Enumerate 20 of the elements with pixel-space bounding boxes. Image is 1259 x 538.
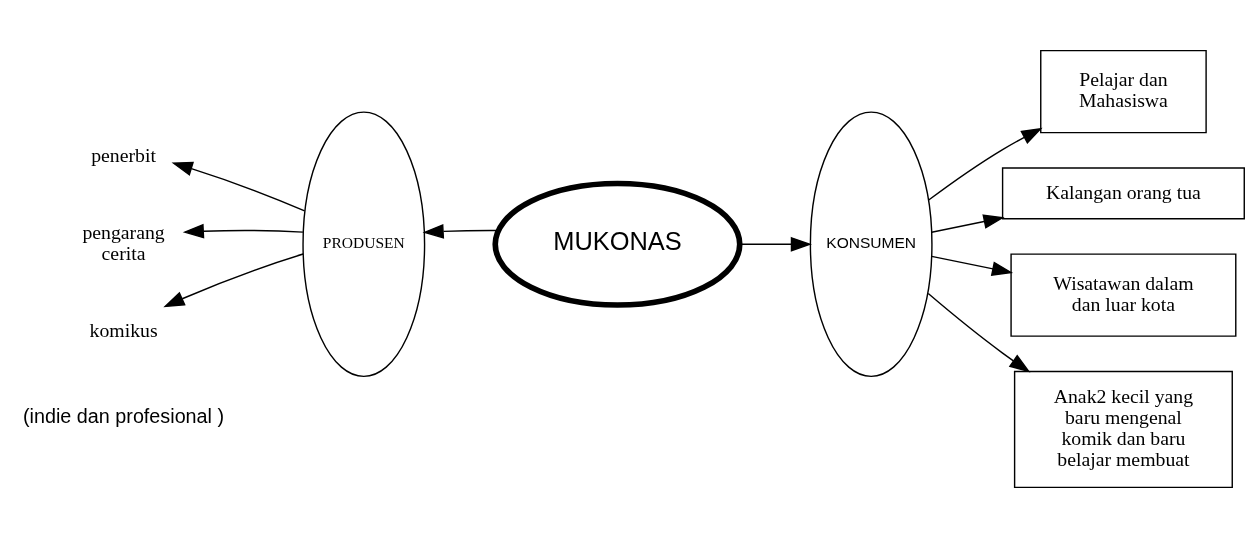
node-box: Kalangan orang tua [1001, 167, 1245, 220]
node-ellipse: KONSUMEN [809, 111, 933, 378]
node-box: Pelajar dan Mahasiswa [1040, 49, 1207, 134]
node-text: penerbit [91, 143, 156, 166]
arrow [171, 161, 306, 212]
node-text: komikus [89, 319, 158, 342]
node-box: Anak2 kecil yang baru mengenal komik dan baru belajar membuat [1013, 370, 1233, 489]
node-ellipse: PRODUSEN [302, 111, 426, 378]
arrow [422, 223, 499, 239]
arrow [163, 253, 304, 308]
arrow [931, 255, 1014, 276]
arrow [739, 236, 812, 252]
arrow [927, 127, 1043, 201]
node-box: Wisatawan dalam dan luar kota [1010, 253, 1237, 337]
arrow [927, 292, 1031, 373]
arrow [931, 214, 1005, 233]
arrow [182, 223, 304, 239]
node-text: pengarang cerita [82, 220, 165, 265]
node-ellipse: MUKONAS [492, 180, 743, 308]
node-label: (indie dan profesional ) [23, 405, 225, 428]
